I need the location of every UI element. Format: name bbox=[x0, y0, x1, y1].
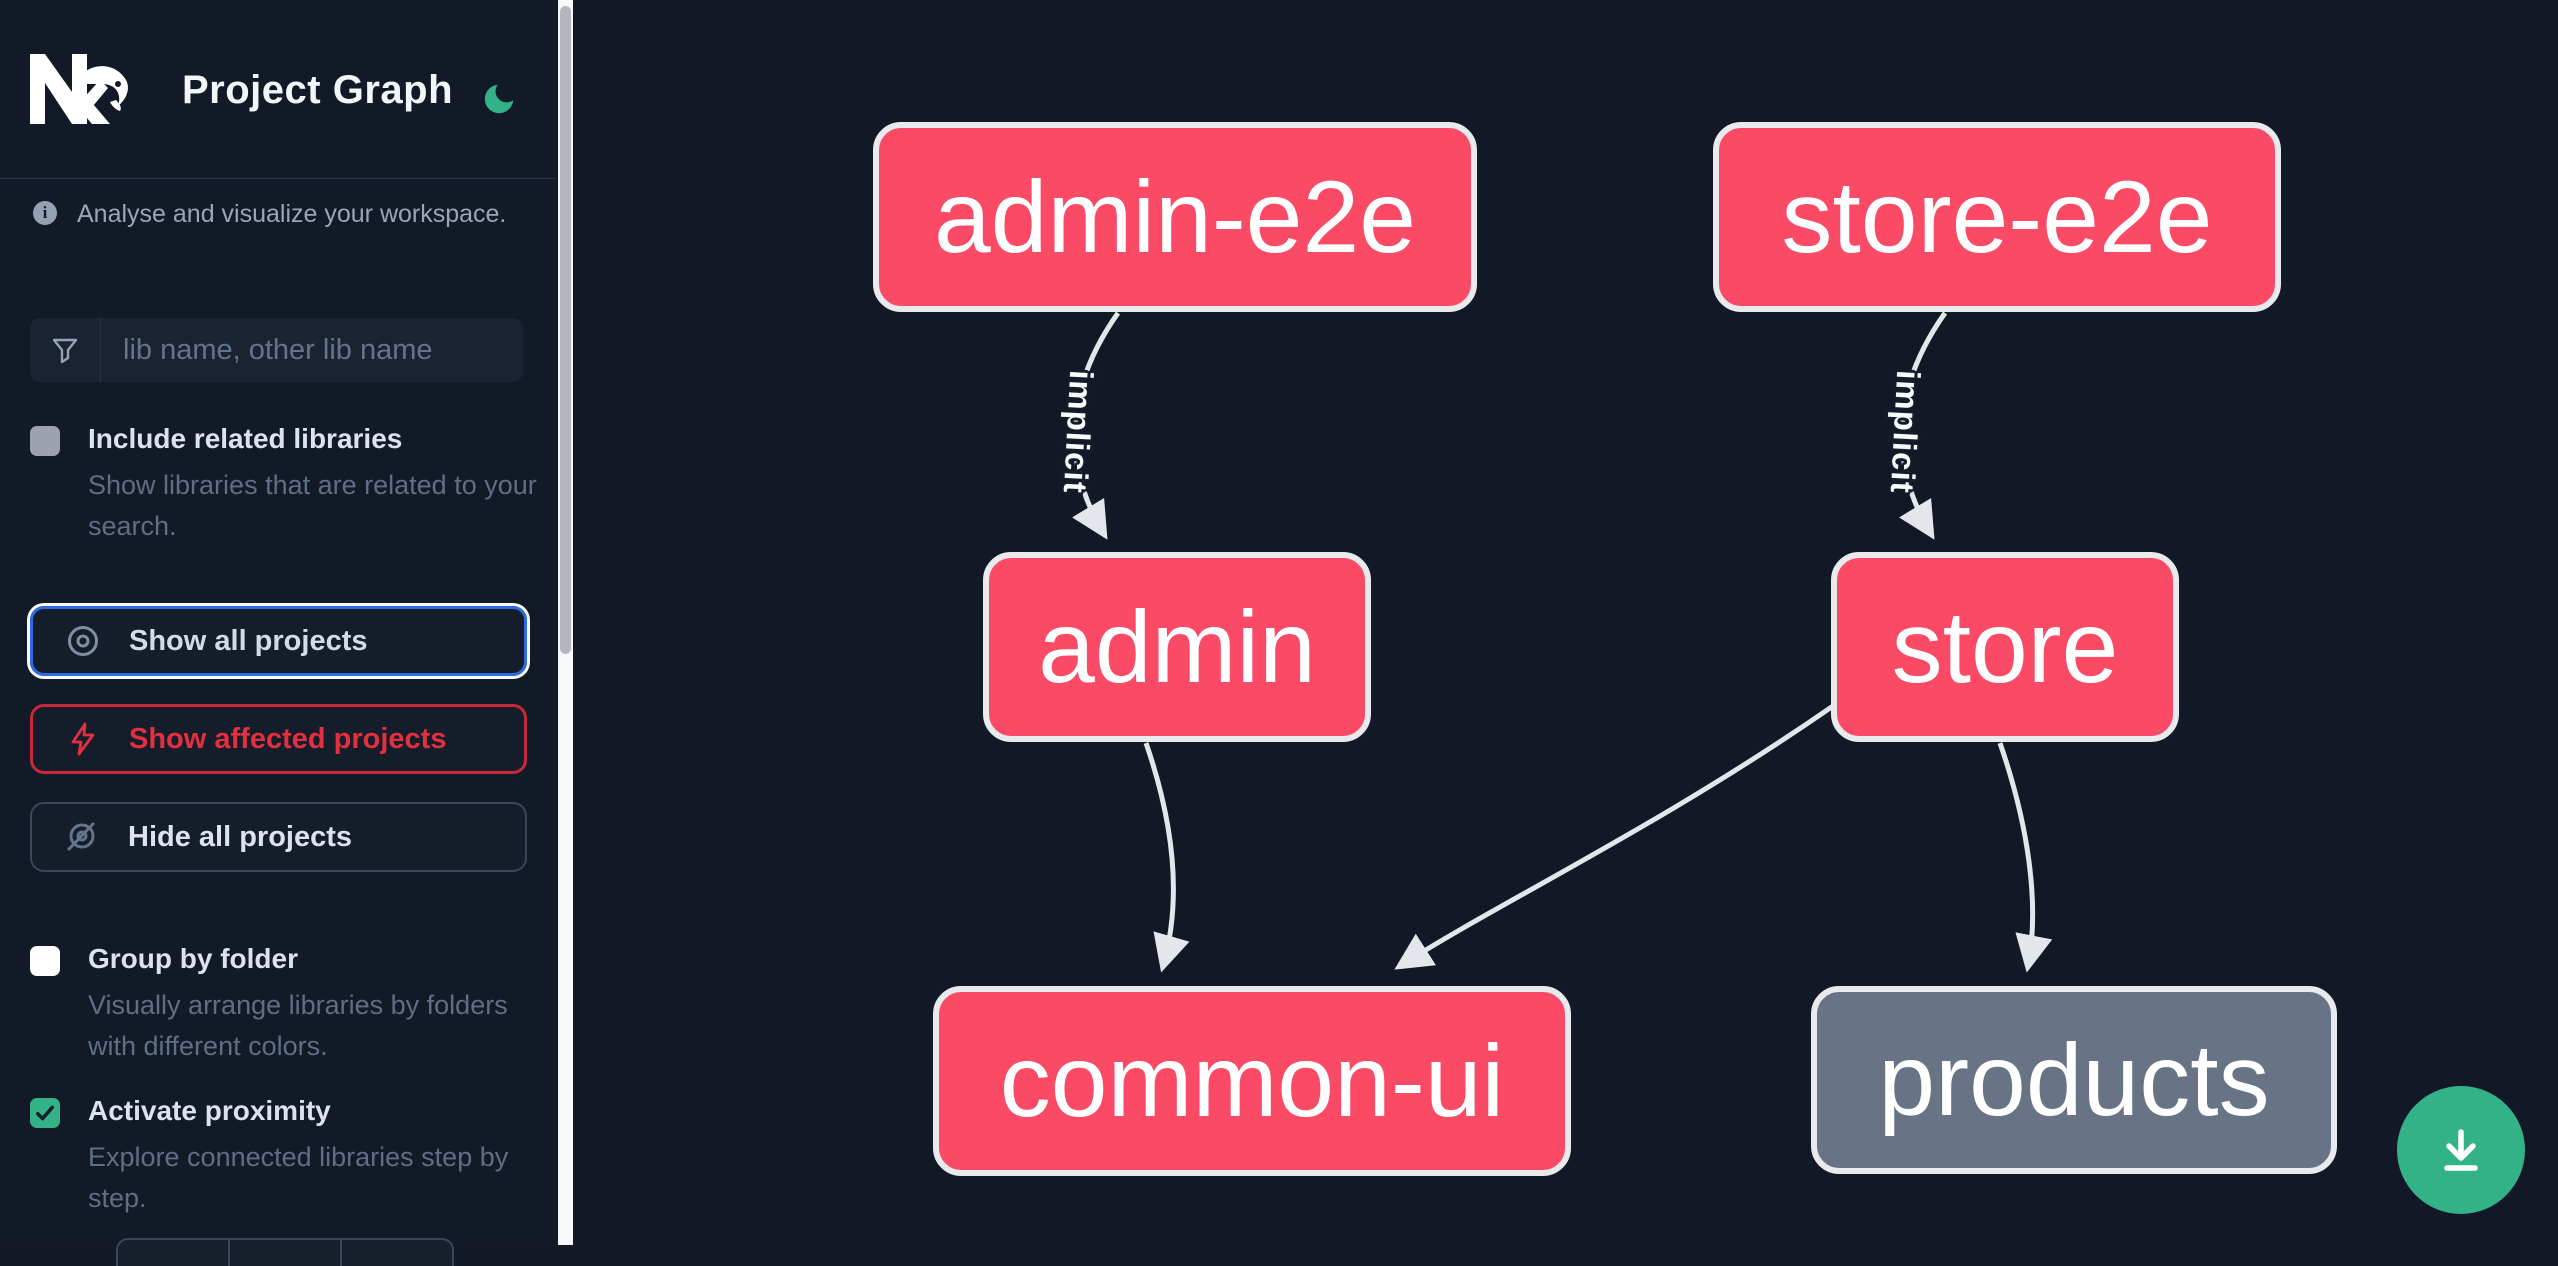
sidebar: Project Graph i Analyse and visualize yo… bbox=[0, 0, 556, 1266]
show-all-projects-button[interactable]: Show all projects bbox=[30, 606, 527, 676]
edge-admin-e2e-to-admin bbox=[1072, 311, 1121, 540]
page-title: Project Graph bbox=[182, 68, 454, 112]
edge-store-e2e-to-store bbox=[1899, 311, 1948, 540]
hide-all-projects-label: Hide all projects bbox=[128, 820, 353, 853]
node-common-ui[interactable]: common-ui bbox=[933, 986, 1571, 1176]
eye-off-icon bbox=[67, 822, 95, 851]
info-icon: i bbox=[33, 201, 57, 225]
edge-label-implicit: implicit bbox=[1056, 369, 1101, 495]
header-divider bbox=[0, 178, 556, 179]
edge-label-implicit: implicit bbox=[1883, 369, 1928, 495]
download-image-button[interactable] bbox=[2397, 1086, 2525, 1214]
lightning-icon bbox=[71, 722, 95, 756]
edge-store-to-common-ui bbox=[1394, 703, 1835, 970]
node-store[interactable]: store bbox=[1831, 552, 2179, 742]
include-related-checkbox[interactable] bbox=[30, 426, 60, 456]
moon-icon bbox=[484, 84, 514, 114]
search-box bbox=[30, 318, 523, 382]
checkmark-icon bbox=[36, 1105, 54, 1121]
edge-store-to-products bbox=[1997, 742, 2053, 973]
eye-icon bbox=[68, 626, 98, 656]
group-by-folder-description: Visually arrange libraries by folders wi… bbox=[88, 989, 508, 1061]
node-store-e2e[interactable]: store-e2e bbox=[1713, 122, 2281, 312]
search-input[interactable] bbox=[101, 318, 523, 382]
show-affected-projects-label: Show affected projects bbox=[129, 722, 447, 755]
activate-proximity-checkbox[interactable] bbox=[30, 1098, 60, 1128]
sidebar-scrollbar-thumb[interactable] bbox=[560, 6, 571, 654]
tagline: Analyse and visualize your workspace. bbox=[77, 200, 507, 228]
activate-proximity-label: Activate proximity bbox=[88, 1095, 331, 1126]
group-by-folder-label: Group by folder bbox=[88, 943, 298, 974]
theme-toggle-button[interactable] bbox=[480, 80, 518, 118]
nx-logo bbox=[30, 54, 130, 124]
edge-admin-to-common-ui bbox=[1143, 742, 1190, 973]
show-affected-projects-button[interactable]: Show affected projects bbox=[30, 704, 527, 774]
show-all-projects-label: Show all projects bbox=[129, 624, 368, 657]
node-admin[interactable]: admin bbox=[983, 552, 1371, 742]
include-related-description: Show libraries that are related to your … bbox=[88, 469, 537, 541]
group-by-folder-checkbox[interactable] bbox=[30, 946, 60, 976]
include-related-label: Include related libraries bbox=[88, 423, 403, 454]
activate-proximity-description: Explore connected libraries step by step… bbox=[88, 1141, 509, 1213]
funnel-icon bbox=[30, 318, 101, 382]
node-admin-e2e[interactable]: admin-e2e bbox=[873, 122, 1477, 312]
node-products[interactable]: products bbox=[1811, 986, 2337, 1174]
hide-all-projects-button[interactable]: Hide all projects bbox=[30, 802, 527, 872]
download-icon bbox=[2444, 1129, 2478, 1171]
